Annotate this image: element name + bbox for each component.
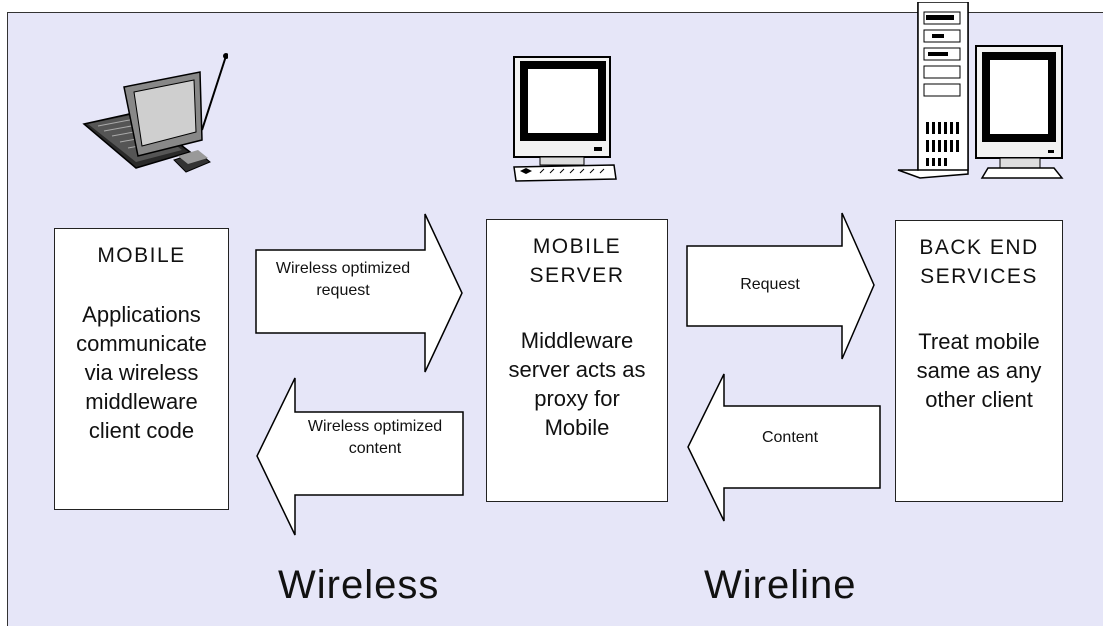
server-node-desc-line: Middleware xyxy=(520,328,634,353)
wireless-request-label-line: Wireless optimized xyxy=(275,260,411,277)
server-node-title-line: MOBILE xyxy=(532,235,622,258)
backend-node: BACK END SERVICES Treat mobile same as a… xyxy=(895,220,1063,502)
wireless-request-arrow xyxy=(255,213,463,373)
wireless-request-label: Wireless optimized request xyxy=(258,258,428,302)
backend-node-title-line: BACK END xyxy=(919,236,1039,259)
server-node-desc-line: server acts as xyxy=(508,357,646,382)
backend-node-desc-line: Treat mobile xyxy=(918,329,1040,354)
mobile-node-desc-line: Applications xyxy=(82,302,201,327)
mobile-node-desc-line: via wireless xyxy=(84,360,199,385)
server-node-title-line: SERVER xyxy=(529,264,625,287)
wireless-content-label-line: Wireless optimized xyxy=(307,418,443,435)
desktop-computer-icon xyxy=(513,56,617,182)
mobile-node-desc-line: middleware xyxy=(85,389,198,414)
wireless-content-arrow xyxy=(256,377,464,536)
tower-server-icon xyxy=(897,2,1064,179)
server-node: MOBILE SERVER Middleware server acts as … xyxy=(486,219,668,502)
mobile-node: MOBILE Applications communicate via wire… xyxy=(54,228,229,510)
content-label: Content xyxy=(761,429,819,446)
backend-node-desc-line: other client xyxy=(925,387,1033,412)
request-arrow xyxy=(686,212,875,360)
wireless-request-label-line: request xyxy=(316,282,370,299)
backend-node-title-line: SERVICES xyxy=(920,265,1038,288)
content-arrow xyxy=(687,373,881,522)
wireline-zone-label: Wireline xyxy=(704,563,857,607)
laptop-antenna-icon xyxy=(82,53,228,173)
server-node-desc-line: Mobile xyxy=(544,415,610,440)
request-label: Request xyxy=(740,276,800,293)
server-node-desc-line: proxy for xyxy=(534,386,620,411)
wireless-zone-label: Wireless xyxy=(278,563,440,607)
backend-node-desc-line: same as any xyxy=(916,358,1042,383)
mobile-node-desc-line: communicate xyxy=(76,331,207,356)
mobile-node-desc-line: client code xyxy=(88,418,195,443)
wireless-content-label-line: content xyxy=(348,440,402,457)
mobile-node-title: MOBILE xyxy=(97,244,186,267)
wireless-content-label: Wireless optimized content xyxy=(290,416,460,460)
